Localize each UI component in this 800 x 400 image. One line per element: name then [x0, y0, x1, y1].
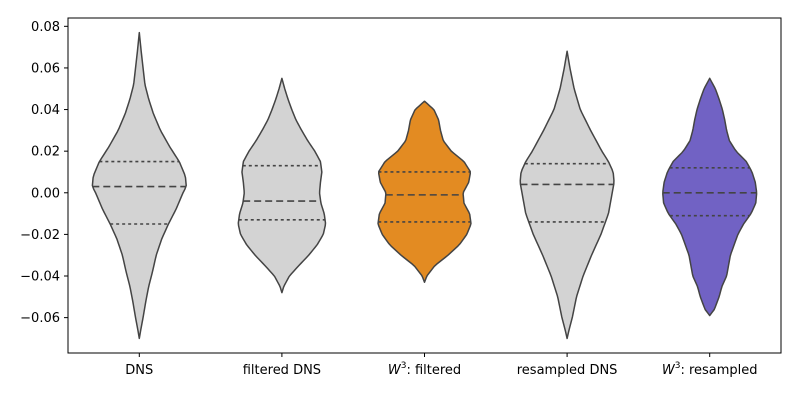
violin-body	[91, 31, 187, 340]
y-tick-label: −0.06	[20, 311, 60, 326]
y-tick-label: 0.06	[31, 61, 60, 76]
x-category-label: W3: resampled	[662, 361, 758, 378]
x-category-label: W3: filtered	[388, 361, 461, 378]
y-tick-label: 0.08	[31, 20, 60, 35]
y-axis-ticks: −0.06 −0.04 −0.02 0.00 0.02 0.04 0.06 0.08	[20, 20, 68, 326]
x-category-label: resampled DNS	[517, 363, 618, 378]
y-tick-label: 0.00	[31, 186, 60, 201]
plot-frame	[67, 17, 782, 354]
x-category-label: DNS	[125, 363, 153, 378]
y-tick-label: 0.04	[31, 103, 60, 118]
violins-layer	[91, 31, 758, 340]
violin-body	[377, 100, 472, 283]
x-axis-category-labels: DNS filtered DNS W3: filtered resampled DNS…	[125, 353, 758, 378]
violin-1	[237, 77, 327, 294]
violin-body	[662, 77, 758, 317]
x-category-label: filtered DNS	[243, 363, 321, 378]
y-tick-label: −0.02	[20, 228, 60, 243]
violin-4	[662, 77, 758, 317]
violin-3	[519, 50, 615, 340]
y-tick-label: 0.02	[31, 145, 60, 160]
y-tick-label: −0.04	[20, 270, 60, 285]
violin-2	[377, 100, 472, 283]
violin-body	[519, 50, 615, 340]
violin-body	[237, 77, 327, 294]
violin-0	[91, 31, 187, 340]
